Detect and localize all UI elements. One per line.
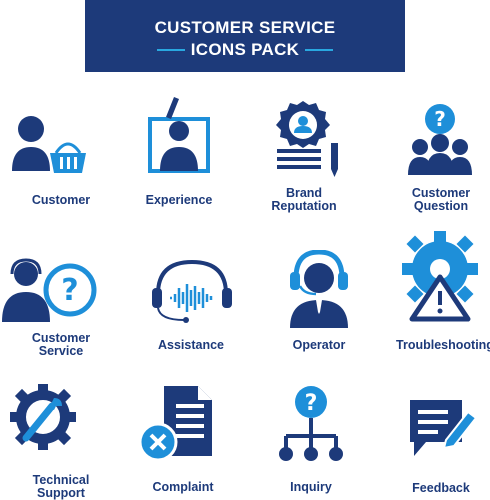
icon-label-line2: Reputation [271,199,337,213]
banner-title-line1: CUSTOMER SERVICE [154,18,336,37]
icon-card-operator: Operator [258,250,380,360]
icon-label-line1: Customer [31,331,91,345]
icon-card-customer: Customer [0,95,122,215]
icon-card-troubleshooting: Troubleshooting [380,225,490,360]
icon-label: Operator [292,338,346,352]
experience-icon [148,97,210,173]
operator-icon [290,250,348,328]
svg-text:?: ? [434,107,446,131]
icon-card-brand-reputation: Brand Reputation [243,95,365,215]
icon-label-line2: Service [38,344,84,358]
icon-card-feedback: Feedback [380,378,490,500]
icon-label: Customer [31,193,91,207]
customer-service-icon: ? [2,258,97,322]
icon-card-inquiry: ? Inquiry [250,378,372,500]
icon-label-line1: Technical [32,473,90,487]
title-banner: CUSTOMER SERVICE ICONS PACK [85,0,405,72]
icon-label: Assistance [157,338,224,352]
headset-wave-icon [152,259,232,323]
icon-label-line2: Question [413,199,469,213]
icon-card-experience: Experience [118,95,240,215]
icon-card-complaint: Complaint [122,378,244,500]
banner-title-line2-text: ICONS PACK [190,40,300,59]
icon-label: Complaint [152,480,214,494]
complaint-document-icon [138,386,212,462]
brand-reputation-icon [276,101,338,177]
banner-title-line2: ICONS PACK [85,40,405,60]
inquiry-network-icon: ? [279,386,343,461]
icon-label-line2: Support [37,486,85,500]
icon-label: Troubleshooting [396,338,490,352]
svg-text:?: ? [305,391,318,416]
icon-label: Experience [145,193,213,207]
icon-label-line1: Customer [411,186,471,200]
icon-label: Inquiry [290,480,332,494]
banner-rule-right [305,49,334,51]
icon-card-assistance: Assistance [130,250,252,360]
icon-card-technical-support: Technical Support [0,378,122,500]
icon-label-line1: Brand [285,186,323,200]
feedback-chat-icon [410,400,478,456]
wrench-gear-icon [10,384,76,450]
banner-rule-left [156,49,185,51]
svg-text:?: ? [61,273,78,308]
icon-card-customer-question: ? Customer Question [380,95,490,215]
gear-warning-icon [402,231,478,322]
customer-question-icon: ? [408,104,472,175]
icon-card-customer-service: ? Customer Service [0,250,122,360]
customer-basket-icon [12,116,86,173]
icon-label: Feedback [412,481,470,495]
